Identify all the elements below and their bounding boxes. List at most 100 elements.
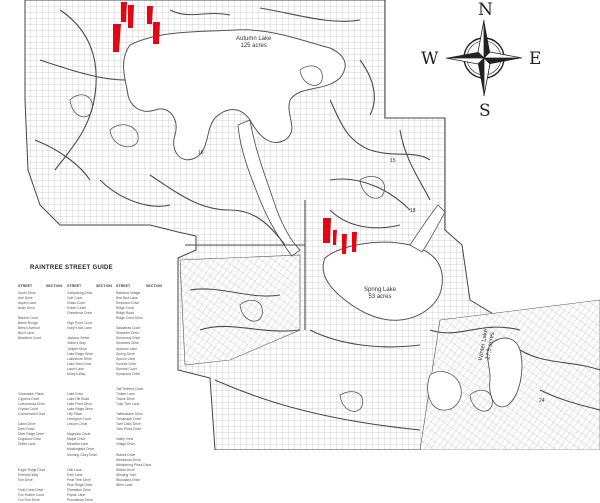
guide-header-section: SECTION [146,284,162,288]
street-guide-entry: Spruce Lane [116,356,136,361]
street-guide-entry: Lakeshore Drive [67,356,92,361]
street-guide-entry: Morning Glory Drive [67,452,98,457]
street-guide-entry: Deer Road [18,427,35,432]
street-guide-entry: Beech Avenue [18,326,40,331]
street-guide-entry [46,473,47,478]
street-guide-entry: Magnolia Circle [67,432,91,437]
street-guide-entry [96,458,97,463]
street-guide-entry [146,463,147,468]
street-guide-entry [146,458,147,463]
street-guide-entry: Grass Court [67,301,86,306]
street-guide-entry: Dawn Drive [18,422,36,427]
autumn-lake-name: Autumn Lake [236,36,272,42]
street-guide-entry [146,362,147,367]
spring-lake [322,241,443,321]
red-marker [121,2,127,22]
street-guide-entry [96,453,97,458]
guide-header-street: STREET [18,284,33,288]
street-guide-entry [46,341,47,346]
street-guide-entry: Duffer Lane [18,442,36,447]
red-marker [323,218,331,243]
autumn-lake-area: 125 acres [240,43,267,49]
street-guide-entry: Towne Drive [116,396,135,401]
street-guide-entry [46,468,47,473]
street-guide-entry: Deer Ridge Drive [18,432,45,437]
street-guide-entry: Blackbird Court [18,336,42,341]
street-guide-entry [46,352,47,357]
street-guide-entry: Crystal Court [18,407,38,412]
red-marker [147,6,153,24]
spring-lake-arm [409,204,446,253]
street-guide-entry: Lincoln Circle [67,422,88,427]
street-guide-entry: Kelsy's Way [67,371,86,376]
street-guide-entry: Baton Rouge [18,321,38,326]
autumn-lake [123,29,346,161]
section-number: 18 [410,208,416,214]
street-guide-entry: Dogwood Drive [18,437,42,442]
street-guide-entry [46,498,47,503]
winter-lake [487,337,523,408]
street-guide-entry: Holly Knoll Lane [67,326,92,331]
street-guide-entry: Greenbriar Drive [67,311,93,316]
street-guide-entry: Ridge Court [116,306,135,311]
spring-lake-area: 53 acres [368,294,392,300]
street-guide-entry [96,357,97,362]
street-guide-entry: Tomahawk Drive [116,417,142,422]
street-guide-entry: Spring Drive [116,351,135,356]
street-guide-entry [46,463,47,468]
street-guide-entry: Birch Lane [18,331,35,336]
compass-rose [445,19,523,97]
street-guide-entry: Juniper Drive [67,346,87,351]
street-guide-entry: Village Drive [116,442,135,447]
street-guide-entry: Lake Hill Road [67,396,90,401]
street-guide-entry [96,367,97,372]
street-guide-entry: Fox Run Drive [18,497,40,502]
marker-group [113,2,357,254]
street-guide-entry: Cypress Drive [18,396,40,401]
red-marker [352,232,357,252]
street-guide-entry: Sassafras Court [116,326,141,331]
street-guide-entry [46,362,47,367]
street-guide-entry: Aster Drive [18,306,35,311]
street-guide-column [46,291,47,503]
development-area [24,0,600,450]
street-guide-entry: Rainbow Village [116,291,141,295]
section-number: 24 [539,398,545,404]
street-guide-entry: Acorn Drive [18,291,36,295]
street-guide-title: RAINTREE STREET GUIDE [30,265,113,271]
autumn-lake-arm [237,119,301,257]
street-guide-entry: Sparrow Lane [116,346,138,351]
street-guide-entry [46,453,47,458]
street-guide-entry: Lake Point Drive [67,402,92,407]
street-guide-entry: Timber Lane [116,391,135,396]
street-guide-entry: Tallahassee Drive [116,412,143,417]
red-marker [342,234,347,254]
street-guide-entry: Clearwater Place [18,391,44,396]
street-guide-entry: Jackson Street [67,336,90,341]
cul-de-sacs [69,65,493,412]
street-guide-entry: Red Bud Lane [116,296,138,301]
street-guide-entry: Green Circle [67,306,87,311]
street-guide-entry: Sherwood Drive [116,336,141,341]
street-guide-entry: Twin Pines Drive [116,427,142,432]
compass-north-label: N [478,0,493,20]
street-guide-entry: Lake Ridge Drive [67,351,94,356]
street-guide-entry [146,357,147,362]
compass-south-label: S [479,101,491,121]
lakes [123,29,523,411]
street-guide-entry: Snowbird Drive [116,341,139,346]
street-guide-entry: Lake Ridge Drive [67,407,94,412]
street-guide-entry: Lake View Drive [67,361,92,366]
street-guide-entry: Lake Drive [67,391,84,396]
spring-lake-label: Spring Lake 53 acres [364,287,396,301]
street-guide-entry [146,367,147,372]
street-guide-entry [96,463,97,468]
street-guide-entry: Mockingbird Drive [67,447,95,452]
compass-west-label: W [421,49,439,69]
street-guide-entry: Ash Drive [18,296,33,301]
red-marker [153,22,160,44]
street-guide-entry [46,347,47,352]
street-guide-entry [96,341,97,346]
street-guide-entry [146,341,147,346]
